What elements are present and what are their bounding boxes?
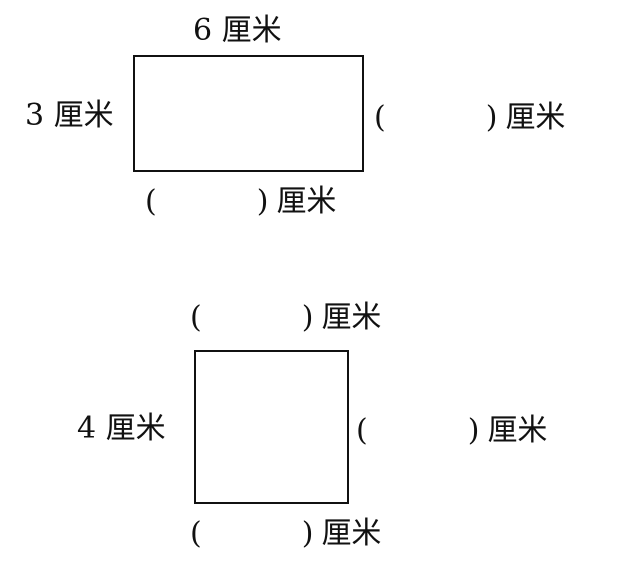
open-paren: ( bbox=[145, 184, 157, 219]
open-paren: ( bbox=[190, 300, 202, 335]
unit-label: 厘米 bbox=[321, 300, 382, 335]
unit-label: 厘米 bbox=[276, 184, 337, 219]
square-top-blank[interactable]: ()厘米 bbox=[190, 300, 381, 336]
unit-label: 厘米 bbox=[487, 413, 548, 448]
close-paren: ) bbox=[256, 184, 269, 219]
square-right-blank[interactable]: ()厘米 bbox=[356, 413, 547, 449]
close-paren: ) bbox=[467, 413, 480, 448]
rectangle-bottom-blank[interactable]: ()厘米 bbox=[145, 184, 336, 220]
open-paren: ( bbox=[190, 516, 202, 551]
square-shape bbox=[194, 350, 349, 504]
close-paren: ) bbox=[301, 516, 314, 551]
open-paren: ( bbox=[356, 413, 368, 448]
unit-label: 厘米 bbox=[321, 516, 382, 551]
rectangle-top-label: 6 厘米 bbox=[193, 13, 282, 48]
close-paren: ) bbox=[485, 100, 498, 135]
rectangle-left-label: 3 厘米 bbox=[25, 98, 114, 133]
open-paren: ( bbox=[374, 100, 386, 135]
unit-label: 厘米 bbox=[505, 100, 566, 135]
square-bottom-blank[interactable]: ()厘米 bbox=[190, 516, 381, 552]
rectangle-shape bbox=[133, 55, 364, 172]
rectangle-right-blank[interactable]: ()厘米 bbox=[374, 100, 565, 136]
close-paren: ) bbox=[301, 300, 314, 335]
square-left-label: 4 厘米 bbox=[77, 411, 166, 446]
